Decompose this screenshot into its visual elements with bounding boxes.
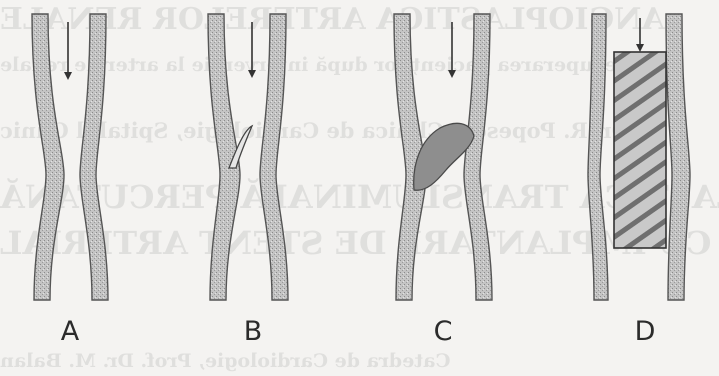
panel-c-label: C	[423, 316, 463, 347]
panel-d-right-wall	[666, 14, 690, 300]
panel-c-vessel	[394, 14, 492, 300]
panel-b-vessel	[208, 14, 288, 300]
panel-d-stent	[614, 52, 666, 248]
panel-a-vessel	[32, 14, 108, 300]
panel-c-right-wall	[464, 14, 492, 300]
panel-d-left-wall	[588, 14, 608, 300]
panel-a-label: A	[50, 316, 90, 347]
panel-d-label: D	[625, 316, 665, 347]
panel-b-label: B	[233, 316, 273, 347]
panel-d-vessel	[588, 14, 690, 300]
panel-a-left-wall	[32, 14, 64, 300]
panel-b-right-wall	[260, 14, 288, 300]
panel-a-right-wall	[80, 14, 108, 300]
